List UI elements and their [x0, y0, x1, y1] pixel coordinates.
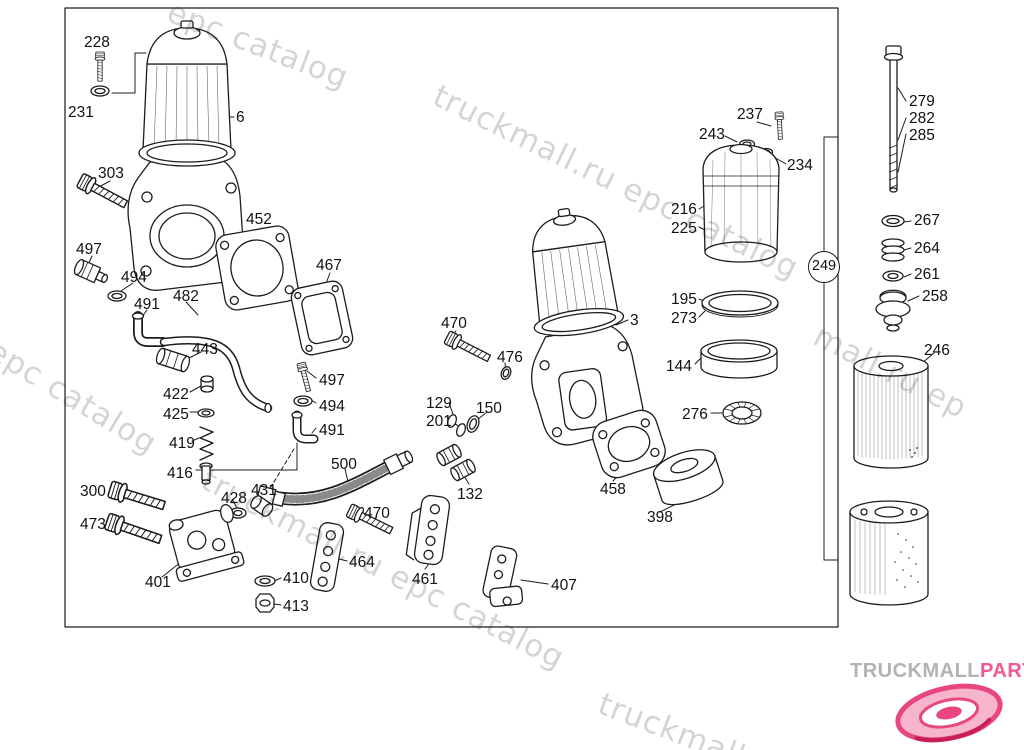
fitting-443	[155, 347, 191, 373]
bracket-407	[482, 545, 524, 608]
bolt-279	[883, 45, 904, 193]
bolt-300	[106, 479, 168, 516]
pipe-482	[159, 336, 273, 414]
washer-425	[197, 408, 215, 418]
ring-144	[700, 339, 778, 379]
ring-476	[500, 366, 512, 380]
bolt-228	[94, 51, 106, 82]
gasket-467	[290, 280, 354, 356]
filter-assembly-6	[127, 20, 246, 291]
elbow-491-mid	[291, 410, 319, 444]
washer-231	[90, 85, 110, 97]
fitting-431	[250, 495, 274, 517]
bearing-276	[722, 401, 762, 425]
logo-text-gray: TRUCKMALL	[850, 660, 981, 682]
brand-logo: TRUCKMALLPARTS	[850, 660, 1024, 745]
washer-261	[882, 270, 904, 282]
seal-ring-195-273	[701, 290, 779, 318]
washer-494-mid	[293, 395, 313, 407]
valve-258	[875, 289, 911, 332]
bracket-464	[309, 522, 345, 592]
valve-body-401	[168, 503, 245, 582]
fitting-132-b	[450, 458, 476, 482]
ring-150	[466, 415, 480, 433]
bolt-473	[103, 511, 165, 550]
bolt-497-mid	[295, 361, 314, 393]
plug-422	[200, 375, 214, 393]
logo-text-accent: PARTS	[980, 660, 1024, 682]
bolt-470-center	[442, 329, 494, 367]
ring-129	[446, 414, 458, 428]
bracket-461	[405, 494, 451, 566]
canister-216-225	[702, 143, 780, 263]
washer-410	[254, 575, 276, 587]
bolt-237	[773, 111, 786, 140]
hose-500	[255, 450, 414, 507]
nut-413	[255, 593, 275, 613]
flange-458	[592, 409, 666, 479]
spring-264	[881, 238, 905, 262]
diagram-frame	[64, 7, 839, 628]
logo-wheel-icon	[895, 683, 1003, 743]
brand-text: TRUCKMALLPARTS	[850, 660, 1024, 683]
fitting-132-a	[436, 443, 462, 467]
filter-element-246	[853, 355, 929, 469]
bolt-470-bottom	[344, 502, 396, 539]
fitting-497-left	[73, 259, 109, 284]
washer-494-left	[107, 290, 127, 302]
bolt-303	[75, 171, 131, 213]
washer-267	[881, 214, 905, 228]
elbow-491-left	[131, 311, 168, 347]
pin-416	[199, 462, 213, 485]
gasket-plate-452	[215, 225, 299, 311]
cap-398	[652, 449, 724, 506]
ring-201	[455, 423, 467, 437]
filter-assembly-3	[531, 207, 644, 446]
filter-element-bottom	[849, 500, 929, 606]
spring-419	[199, 426, 214, 461]
